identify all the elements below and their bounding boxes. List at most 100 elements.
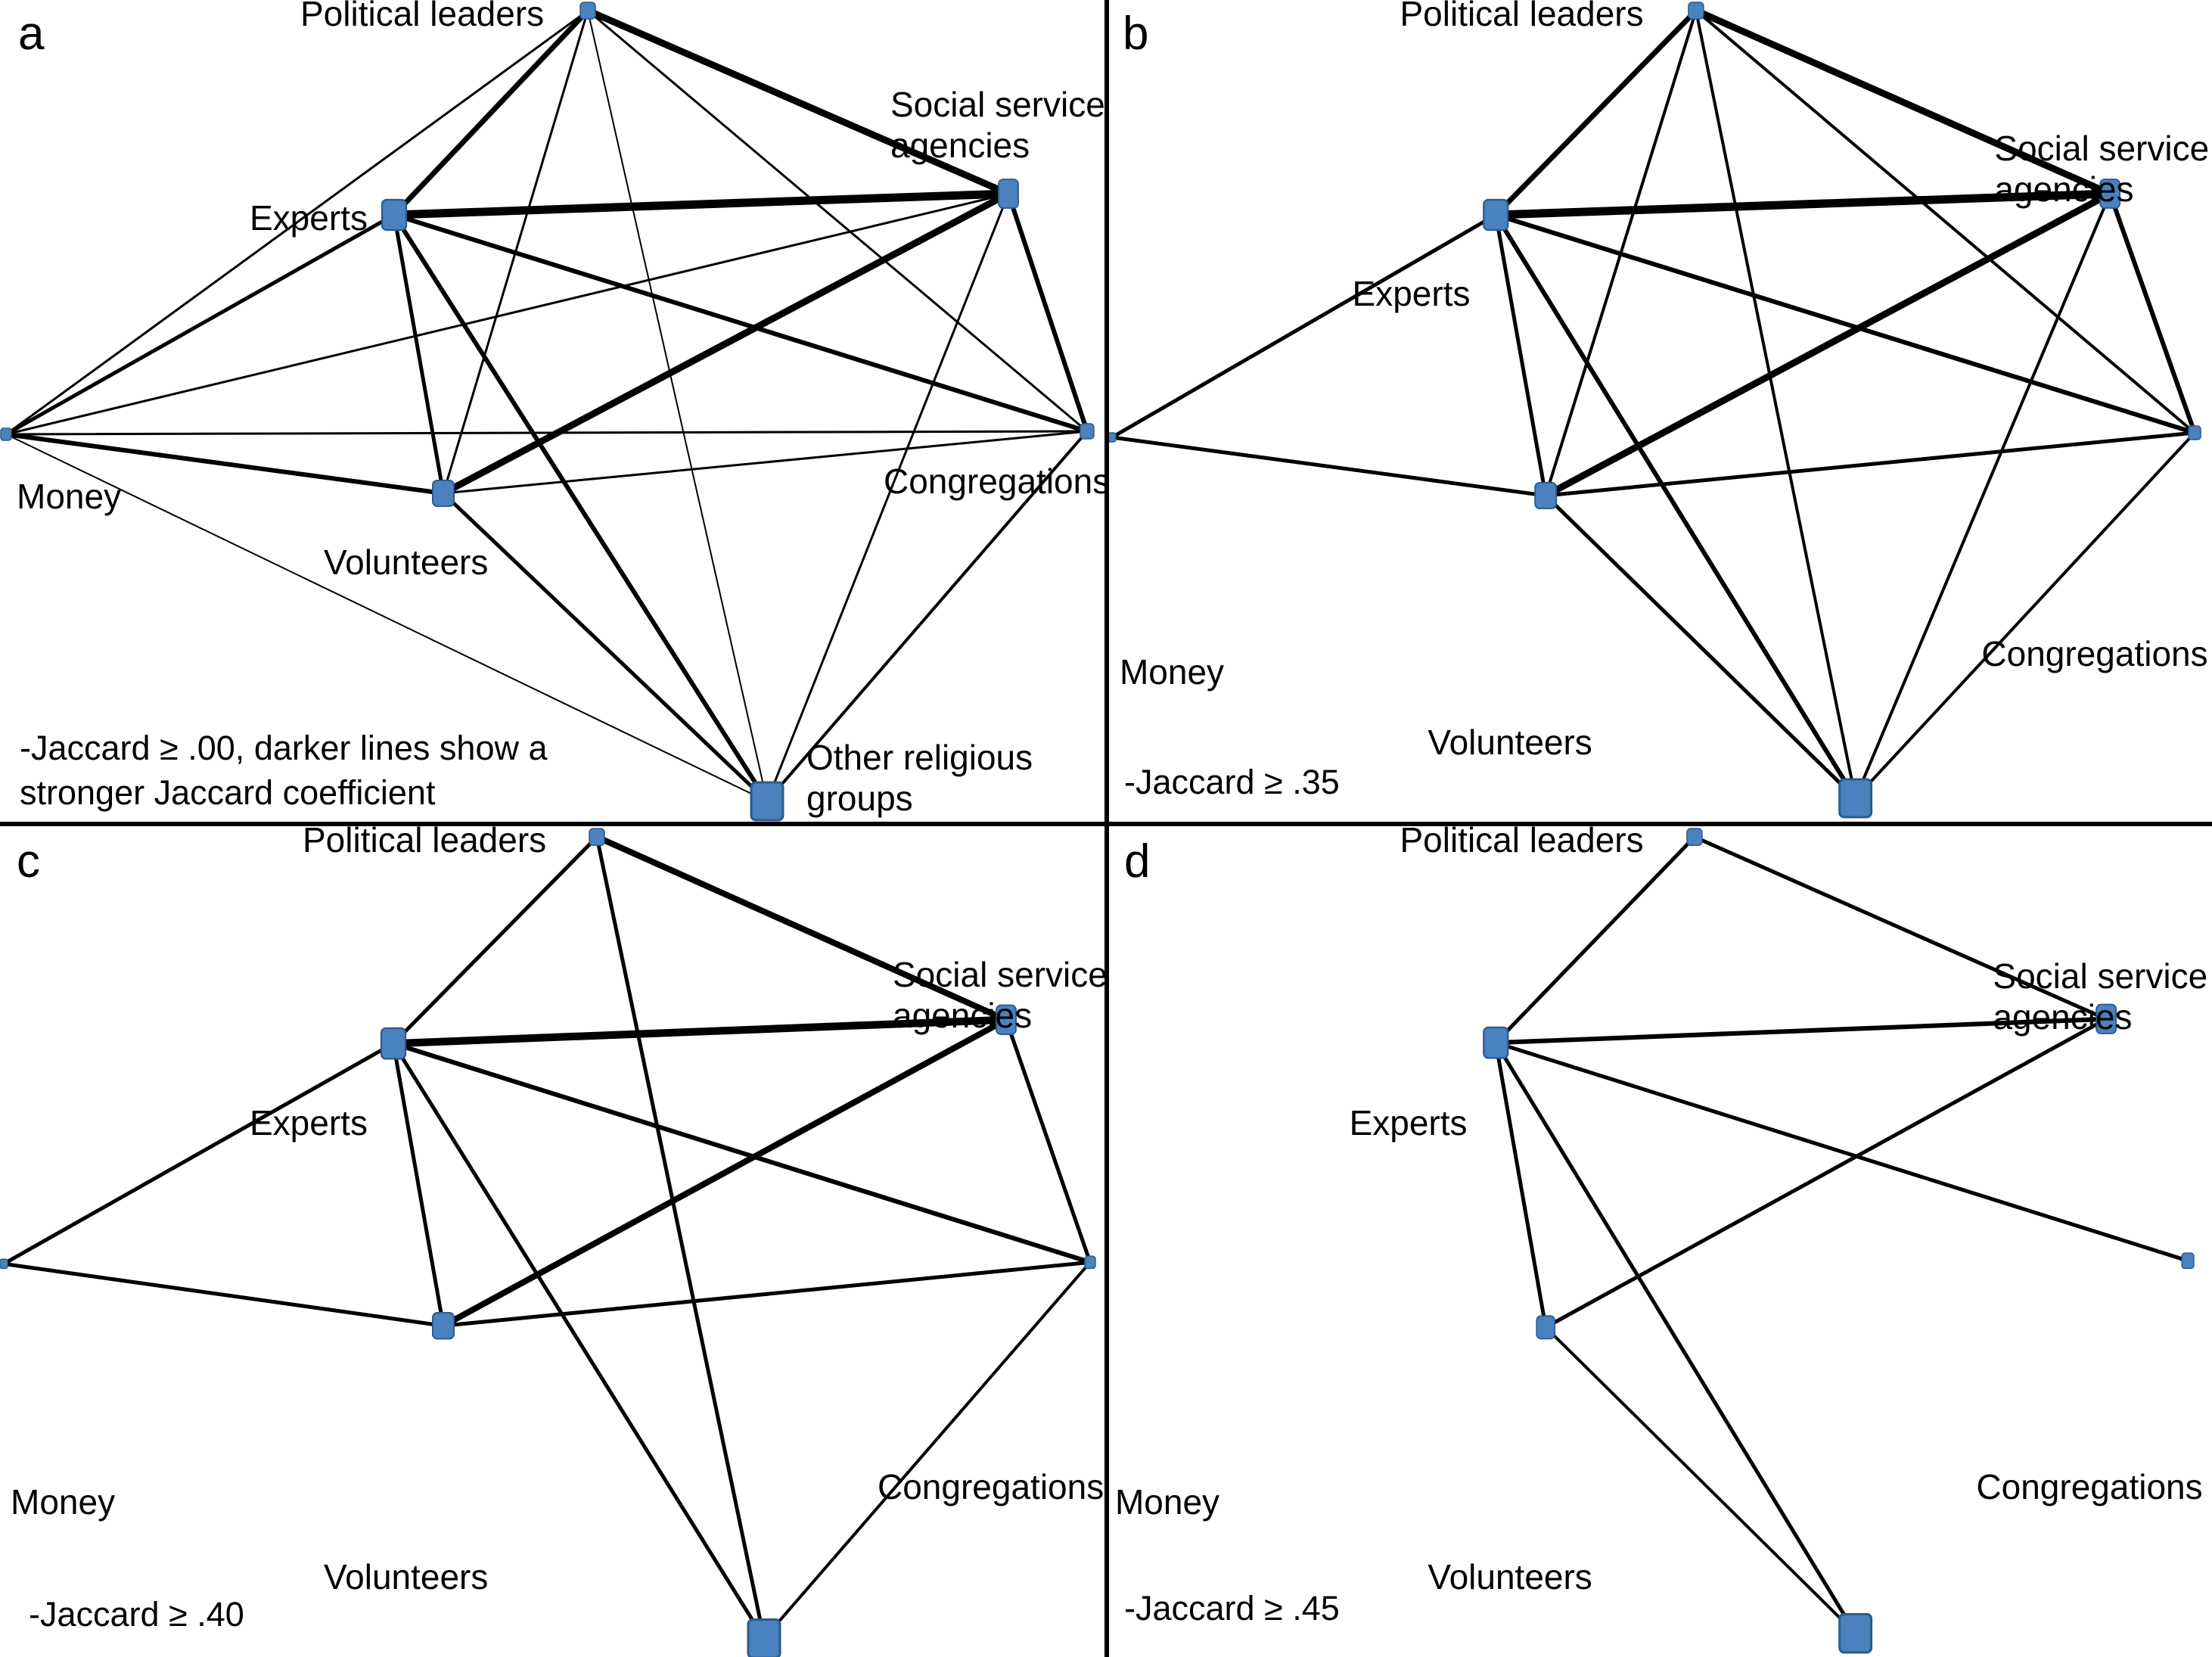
label-line: Social service [890,85,1104,124]
node-label-a-5: Congregations [884,462,1104,502]
node-social[interactable] [996,1004,1017,1035]
node-social[interactable] [2099,179,2121,209]
node-other_rel[interactable] [1838,1612,1873,1654]
node-social[interactable] [998,179,1019,209]
edge-layer [1493,835,2190,1636]
label-line: Social service [1993,956,2208,996]
edge-money-congregations [5,430,1089,436]
edge-political-experts [1493,8,1699,218]
node-experts[interactable] [381,198,408,232]
edge-political-other_rel [1694,9,1857,800]
label-line: agencies [893,995,1033,1035]
edge-experts-social [1491,189,2114,219]
node-political[interactable] [589,828,605,847]
node-label-d-4: Volunteers [1428,1557,1592,1598]
label-line: Social service [893,954,1104,994]
node-label-b-4: Volunteers [1428,723,1592,763]
edge-experts-volunteers [391,1041,446,1328]
edge-social-volunteers [440,1016,1009,1329]
node-volunteers[interactable] [1536,1315,1556,1340]
label-line: Money [17,477,122,516]
panel-caption-d: -Jaccard ≥ .45 [1124,1587,1340,1631]
node-political[interactable] [1688,2,1704,20]
edge-experts-volunteers [392,213,446,496]
node-political[interactable] [1686,828,1703,847]
edge-social-congregations [1006,191,1089,434]
node-money[interactable] [0,1258,8,1270]
panel-caption-b: -Jaccard ≥ .35 [1124,760,1340,805]
edge-money-volunteers [2,1261,446,1328]
edge-money-volunteers [1110,435,1548,498]
node-money[interactable] [1109,432,1117,443]
edge-experts-congregations [392,213,1089,434]
edge-experts-other_rel [1493,213,1858,801]
edge-experts-social [1493,1016,2109,1046]
edge-money-volunteers [4,432,446,496]
edge-layer [1110,7,2198,801]
node-congregations[interactable] [1084,1255,1096,1270]
edge-experts-other_rel [391,1041,766,1641]
edge-social-volunteers [1542,190,2114,499]
network-graph-c [0,828,1096,1657]
node-label-d-5: Congregations [1976,1467,2202,1508]
edge-congregations-other_rel [1853,431,2197,800]
node-layer [0,2,1095,822]
node-social[interactable] [2095,1003,2117,1034]
edge-political-other_rel [587,10,768,802]
label-line: agencies [1993,996,2133,1037]
edge-experts-social [390,189,1013,219]
caption-line: stronger Jaccard coefficient [20,773,436,812]
label-line: Volunteers [1428,723,1592,762]
node-political[interactable] [579,2,596,20]
node-money[interactable] [0,427,12,441]
label-line: agencies [1994,169,2134,209]
edge-experts-money [1110,213,1498,440]
node-experts[interactable] [1483,1026,1509,1059]
node-congregations[interactable] [2181,1252,2195,1270]
node-volunteers[interactable] [432,1312,455,1340]
edge-experts-other_rel [1493,1040,1858,1636]
edge-political-social [594,834,1009,1023]
node-congregations[interactable] [2188,425,2201,440]
node-experts[interactable] [380,1027,407,1060]
edge-experts-social [390,1015,1010,1048]
node-other_rel[interactable] [747,1618,781,1657]
edge-experts-money [2,1041,396,1266]
node-other_rel[interactable] [750,781,784,822]
node-congregations[interactable] [1080,423,1095,440]
label-line: Volunteers [324,542,489,582]
edge-social-money [5,192,1010,436]
node-other_rel[interactable] [1838,778,1873,819]
edge-volunteers-congregations [1543,431,2197,498]
edge-political-other_rel [595,835,766,1641]
edge-volunteers-other_rel [441,491,769,804]
edge-social-congregations [1004,1018,1092,1264]
label-line: Congregations [1976,1467,2203,1507]
label-line: Political leaders [300,0,545,33]
node-experts[interactable] [1483,198,1509,232]
edge-political-experts [391,835,599,1046]
edge-experts-other_rel [392,213,769,804]
panel-letter-b: b [1123,8,1149,60]
label-line: Congregations [878,1467,1104,1507]
node-label-c-0: Political leaders [303,826,546,861]
edge-volunteers-congregations [441,1260,1092,1328]
panel-letter-d: d [1124,835,1151,888]
node-volunteers[interactable] [1534,482,1558,509]
node-label-b-3: Money [1120,652,1224,693]
node-volunteers[interactable] [432,480,455,507]
edge-political-congregations [1694,9,2197,434]
label-line: groups [806,778,913,818]
node-label-c-4: Volunteers [324,1557,488,1598]
edge-political-social [1692,7,2114,197]
label-line: Experts [250,1103,368,1142]
label-line: Volunteers [324,1556,489,1596]
edge-layer [2,834,1092,1641]
label-line: Congregations [1981,634,2208,673]
edge-political-social [584,7,1012,197]
node-label-b-2: Experts [1353,274,1471,315]
